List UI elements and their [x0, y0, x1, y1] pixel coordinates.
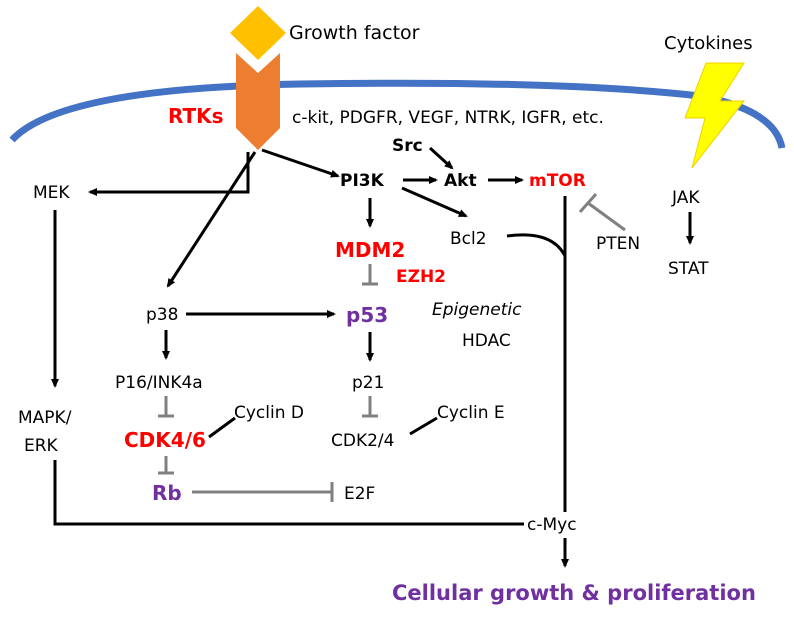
connector-mapk-cmyc [53, 460, 524, 526]
akt-label: Akt [444, 171, 477, 191]
rtk-receptor [236, 53, 280, 150]
link-cyclind-cdk46 [208, 416, 236, 439]
rtks-label: RTKs [168, 104, 224, 128]
erk-label: ERK [24, 436, 59, 456]
p38-label: p38 [146, 305, 178, 325]
arrow-rtk-p38 [166, 151, 257, 288]
rb-label: Rb [152, 481, 182, 505]
link-cycline-cdk24 [409, 416, 438, 436]
e2f-label: E2F [344, 484, 375, 504]
mtor-label: mTOR [529, 171, 586, 191]
arrow-src-akt [428, 146, 454, 170]
p16-label: P16/INK4a [115, 373, 203, 393]
epigenetic-label: Epigenetic [432, 300, 522, 320]
output-label: Cellular growth & proliferation [392, 581, 756, 605]
pten-label: PTEN [596, 234, 640, 254]
cmyc-label: c-Myc [527, 515, 577, 535]
inhibit-pten-mtor [587, 201, 626, 232]
mdm2-label: MDM2 [335, 238, 405, 262]
mek-label: MEK [33, 183, 70, 203]
mapk-label: MAPK/ [18, 408, 72, 428]
bcl2-label: Bcl2 [450, 229, 487, 249]
growth-factor-label: Growth factor [289, 22, 420, 44]
ezh2-label: EZH2 [396, 267, 446, 287]
p53-label: p53 [346, 303, 388, 327]
cyclin-d-label: Cyclin D [234, 403, 304, 423]
jak-label: JAK [671, 188, 700, 208]
src-label: Src [392, 136, 423, 156]
p21-label: p21 [352, 373, 384, 393]
hdac-label: HDAC [462, 331, 511, 351]
cdk46-label: CDK4/6 [124, 428, 206, 452]
arrow-rtk-pi3k [261, 148, 340, 178]
growth-factor-diamond [230, 6, 286, 60]
connector-bcl2 [506, 233, 567, 257]
cytokine-lightning-icon [684, 62, 746, 169]
pi3k-label: PI3K [340, 171, 385, 191]
arrow-rtk-mek [88, 152, 250, 196]
cyclin-e-label: Cyclin E [437, 403, 505, 423]
cdk24-label: CDK2/4 [331, 431, 394, 451]
cytokines-label: Cytokines [664, 33, 753, 54]
inhibit-pten-mtor-bar [578, 193, 598, 213]
stat-label: STAT [668, 259, 709, 279]
receptor-list: c-kit, PDGFR, VEGF, NTRK, IGFR, etc. [292, 108, 604, 128]
arrow-pi3k-bcl2 [401, 186, 468, 218]
